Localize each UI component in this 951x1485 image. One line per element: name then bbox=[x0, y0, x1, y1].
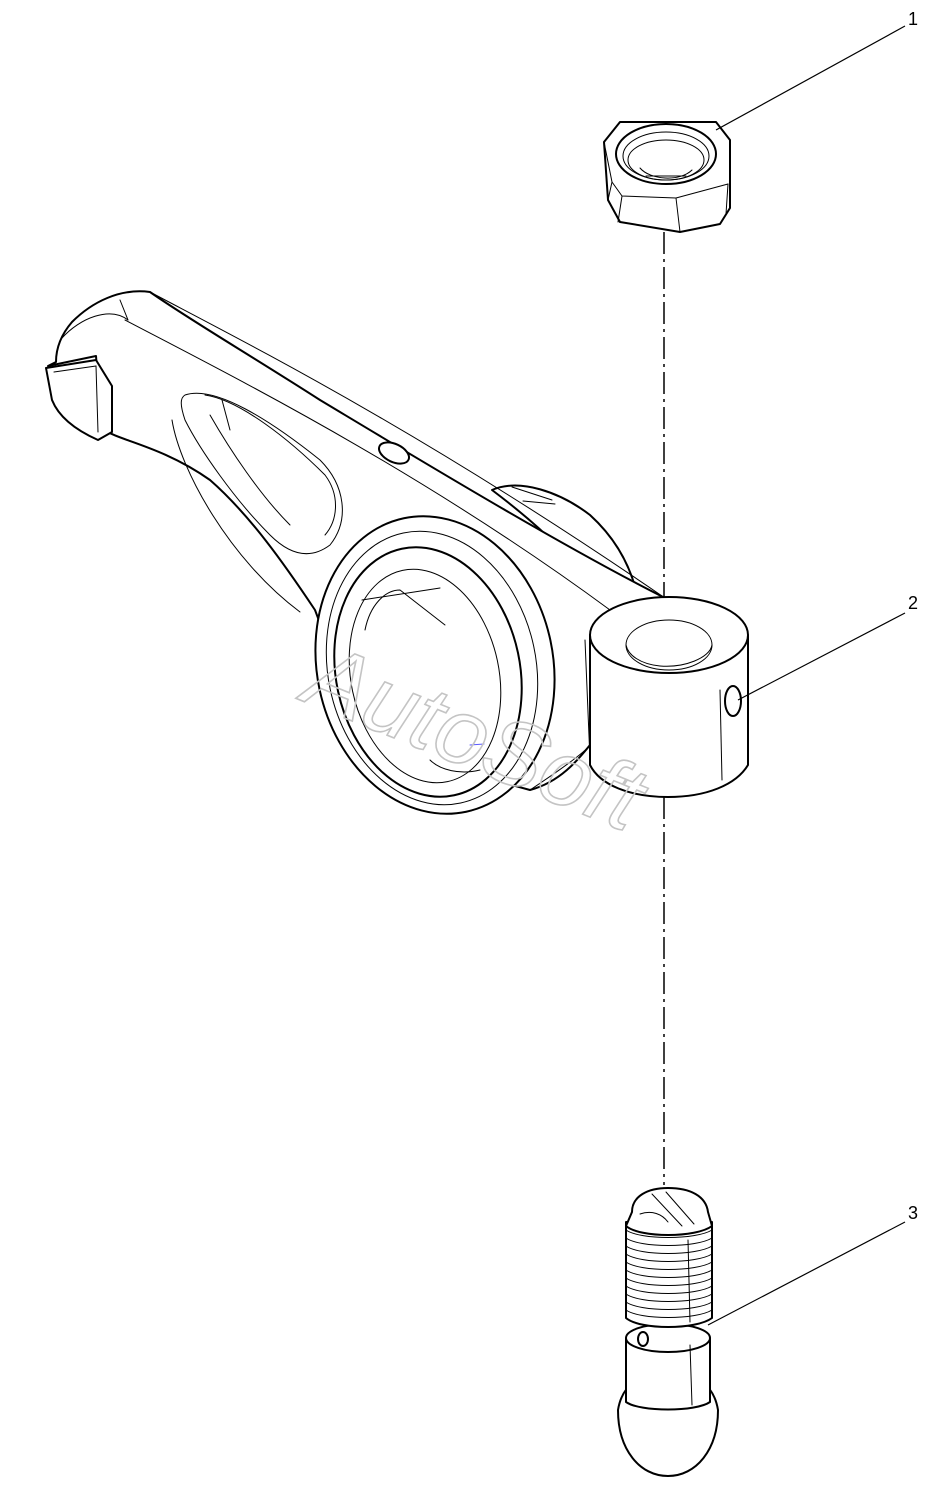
callout-2-label: 2 bbox=[908, 593, 918, 613]
callout-3-label: 3 bbox=[908, 1203, 918, 1223]
leader-line-1 bbox=[715, 25, 906, 131]
lock-nut bbox=[603, 121, 731, 233]
rocker-arm-adjuster-block bbox=[584, 596, 749, 798]
callout-1-label: 1 bbox=[908, 9, 918, 29]
leader-line-3 bbox=[707, 1221, 906, 1326]
screw-thread-lines bbox=[625, 1229, 713, 1323]
rocker-arm-body bbox=[45, 290, 666, 815]
leader-line-2 bbox=[737, 612, 906, 701]
adjusting-screw bbox=[617, 1187, 719, 1477]
